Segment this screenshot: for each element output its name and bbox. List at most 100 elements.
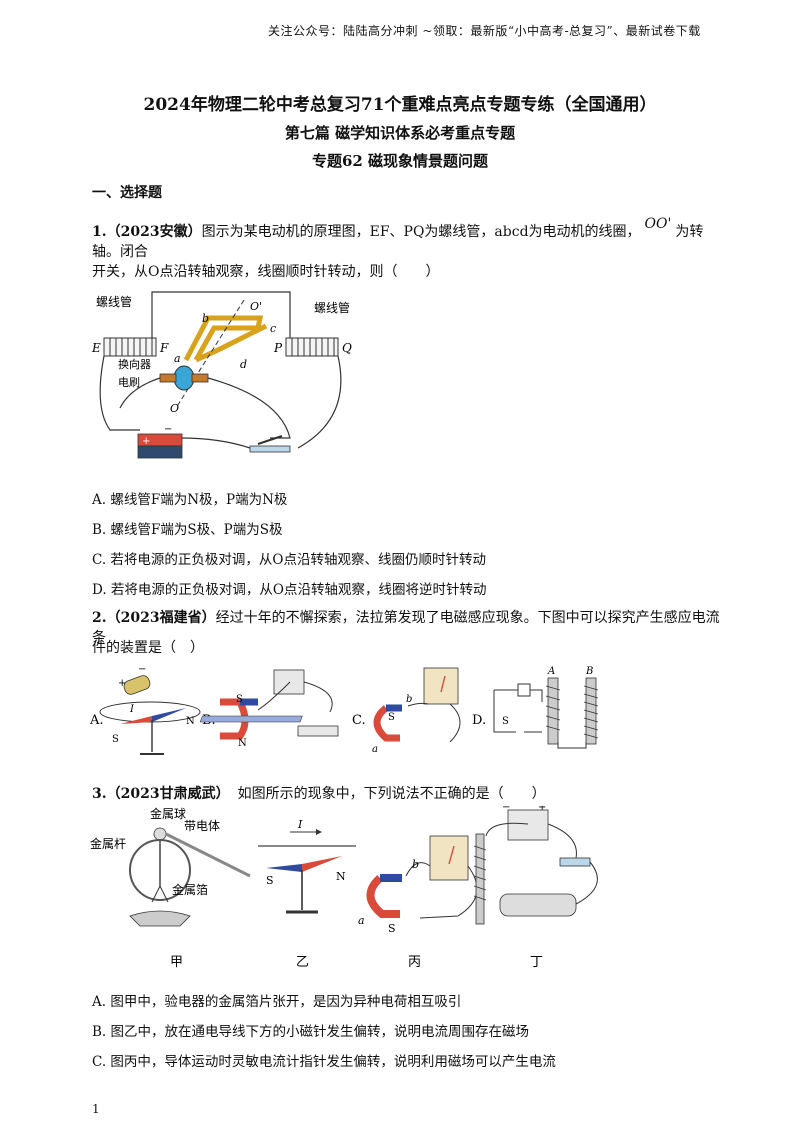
label-E: E [91, 341, 101, 355]
q3-label-minus: − [502, 806, 510, 813]
q3-option-c: C. 图丙中，导体运动时灵敏电流计指针发生偏转，说明利用磁场可以产生电流 [92, 1054, 556, 1070]
q1-oo: OO' [644, 216, 672, 232]
q1-stem-line2: 开关，从O点沿转轴观察，线圈顺时针转动，则（ ） [92, 264, 440, 280]
commutator [173, 365, 195, 391]
q1-motor-figure: 螺线管 螺线管 E F P Q a b c d O' O 换向器 电刷 + − [91, 291, 352, 459]
label-coil-left: 螺线管 [96, 294, 132, 309]
q2c-magnet [373, 705, 400, 742]
page-number: 1 [92, 1102, 100, 1116]
q2c-label-a: a [372, 744, 378, 755]
q2-label-a: A. [90, 713, 104, 728]
q3-galvanometer-setup [366, 835, 478, 919]
section-heading: 一、选择题 [92, 185, 162, 201]
q2b-label-S: S [236, 694, 243, 705]
q2b-rheostat [297, 725, 339, 737]
q1-option-d: D. 若将电源的正负极对调，从O点沿转轴观察，线圈将逆时针转动 [92, 582, 487, 598]
label-F: F [159, 341, 169, 355]
label-a: a [174, 352, 181, 365]
q3-source: 3.（2023甘肃威武） [92, 786, 230, 802]
q3-electroscope [129, 827, 251, 927]
q2-source: 2.（2023福建省） [92, 610, 216, 626]
q2-stem-line1: 2.（2023福建省）经过十年的不懈探索，法拉第发现了电磁感应现象。下图中可以探… [92, 608, 720, 648]
q3-label-I: I [297, 818, 303, 831]
q2d-circuit [493, 689, 543, 733]
q3-label-N-yi: N [336, 870, 346, 883]
q2d-label-S: S [502, 716, 509, 727]
label-coil-right: 螺线管 [314, 300, 350, 315]
q3-label-plus: + [538, 806, 546, 813]
q3-figures: 金属球 金属杆 带电体 金属箔 I S N b a S + − 甲 乙 丙 丁 [90, 806, 598, 970]
q3-label-S-bing: S [388, 922, 396, 935]
q2d-electromagnet-a [545, 677, 561, 745]
label-P: P [273, 341, 283, 355]
label-c: c [270, 322, 276, 335]
q3-label-b: b [412, 858, 419, 871]
q3-label-foil: 金属箔 [172, 882, 208, 897]
q3-label-ball: 金属球 [150, 806, 186, 821]
q2-label-d: D. [472, 713, 486, 728]
q3-option-a: A. 图甲中，验电器的金属箔片张开，是因为异种电荷相互吸引 [92, 994, 462, 1010]
brush-right [191, 373, 209, 383]
right-solenoid [285, 337, 339, 357]
coil [183, 315, 264, 362]
label-Oprime: O' [250, 300, 262, 313]
q1-source: 1.（2023安徽） [92, 224, 202, 240]
label-Q: Q [342, 341, 352, 355]
q2c-label-S: S [388, 712, 395, 723]
q2a-needle-s [152, 708, 186, 722]
label-d: d [240, 358, 247, 371]
top-wire [151, 291, 291, 338]
q3-label-charged: 带电体 [184, 819, 220, 833]
part-title: 第七篇 磁学知识体系必考重点专题 [284, 124, 516, 142]
q2-figures: A. I S N + − B. S N C. b a S D. A B S [90, 664, 599, 755]
q2a-label-I: I [129, 704, 135, 715]
switch [249, 435, 291, 453]
q2-stem-a: 经过十年的不懈探索，法拉第发现了电磁感应现象。下图中可以探究产生感应电流条 [92, 610, 720, 646]
q2a-label-N: N [186, 716, 195, 727]
q3-electromagnet-setup [473, 809, 598, 925]
axis [175, 299, 245, 409]
q2-stem-line2: 件的装置是（ ） [92, 640, 204, 656]
q2c-label-b: b [406, 694, 412, 705]
q1-stem-a: 图示为某电动机的原理图，EF、PQ为螺线管，abcd为电动机的线圈， [201, 224, 641, 240]
q2d-label-A: A [547, 666, 555, 677]
q3-label-S-yi: S [266, 874, 274, 887]
q3-label-rod: 金属杆 [90, 836, 126, 851]
q2a-label-plus: + [118, 678, 126, 689]
q3-stem: 如图所示的现象中，下列说法不正确的是（ ） [237, 786, 546, 802]
q2a-label-minus: − [138, 664, 146, 675]
q3-caption-yi: 乙 [296, 955, 309, 970]
q2a-label-S: S [112, 734, 119, 745]
q2d-electromagnet-b [583, 677, 599, 745]
q2d-label-B: B [585, 666, 593, 677]
q3-label-a: a [358, 914, 365, 927]
q2b-battery [273, 669, 305, 695]
main-title: 2024年物理二轮中考总复习71个重难点亮点专题专练（全国通用） [143, 95, 657, 115]
q1-option-c: C. 若将电源的正负极对调，从O点沿转轴观察、线圈仍顺时针转动 [92, 552, 486, 568]
q2a-battery [123, 675, 151, 695]
label-brush: 电刷 [118, 376, 140, 389]
q3-caption-bing: 丙 [408, 955, 421, 970]
left-solenoid [103, 337, 157, 357]
label-minus: − [164, 424, 172, 435]
header-note: 关注公众号：陆陆高分冲刺 ~领取：最新版“小中高考-总复习”、最新试卷下载 [268, 24, 701, 38]
label-commutator: 换向器 [118, 357, 151, 371]
q2c-galvanometer [423, 667, 459, 705]
brush-left [159, 373, 177, 383]
label-b: b [202, 312, 209, 325]
q2b-label-N: N [238, 738, 247, 749]
q3-stem-line: 3.（2023甘肃威武） 如图所示的现象中，下列说法不正确的是（ ） [92, 784, 720, 804]
q1-option-a: A. 螺线管F端为N极，P端为N极 [92, 492, 288, 508]
label-O: O [170, 402, 179, 415]
q2-label-c: C. [352, 713, 366, 728]
battery [137, 433, 183, 459]
q1-stem-line1: 1.（2023安徽）图示为某电动机的原理图，EF、PQ为螺线管，abcd为电动机… [92, 216, 720, 262]
label-plus: + [142, 436, 150, 447]
q2a-needle-n [120, 716, 152, 724]
q3-caption-jia: 甲 [170, 955, 183, 970]
topic-title: 专题62 磁现象情景题问题 [311, 152, 489, 170]
q1-option-b: B. 螺线管F端为S极、P端为S极 [92, 522, 283, 538]
q3-option-b: B. 图乙中，放在通电导线下方的小磁针发生偏转，说明电流周围存在磁场 [92, 1024, 530, 1040]
q3-compass-wire [258, 829, 356, 914]
q3-caption-ding: 丁 [530, 955, 543, 970]
